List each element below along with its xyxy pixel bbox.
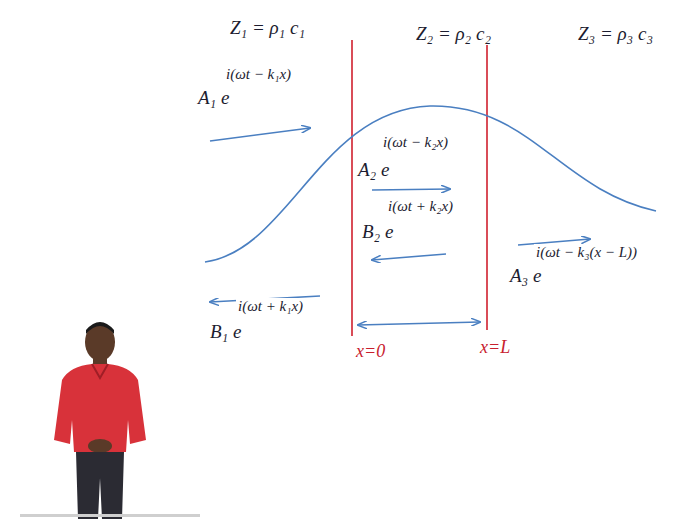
wave-amplitude: A₁ e [196,88,231,109]
wave-amplitude: B₁ e [208,322,243,343]
wave-exponent: i(ωt − k₃(x − L)) [534,244,639,261]
impedance-label: Z₃ = ρ₃ c₃ [576,24,655,45]
wave-curve [205,106,656,262]
wave-amplitude: A₂ e [356,160,391,181]
position-label: x=L [478,338,512,358]
wave-exponent: i(ωt + k₂x) [386,198,455,215]
wave-exponent: i(ωt + k₁x) [236,298,305,315]
length-arrow [358,322,480,325]
wave-exponent: i(ωt − k₂x) [381,134,450,151]
wave-amplitude: A₃ e [508,266,543,287]
forward-arrow [372,189,450,190]
impedance-label: Z₂ = ρ₂ c₂ [414,24,493,45]
backward-arrow [372,254,446,260]
wave-amplitude: B₂ e [360,222,395,243]
position-label: x=0 [354,342,387,362]
impedance-label: Z₁ = ρ₁ c₁ [228,18,307,39]
boundary-line [351,40,353,336]
lecturer-figure [20,322,200,519]
wave-exponent: i(ωt − k₁x) [224,66,293,83]
incident-arrow [210,128,310,141]
boundary-line [486,40,488,330]
